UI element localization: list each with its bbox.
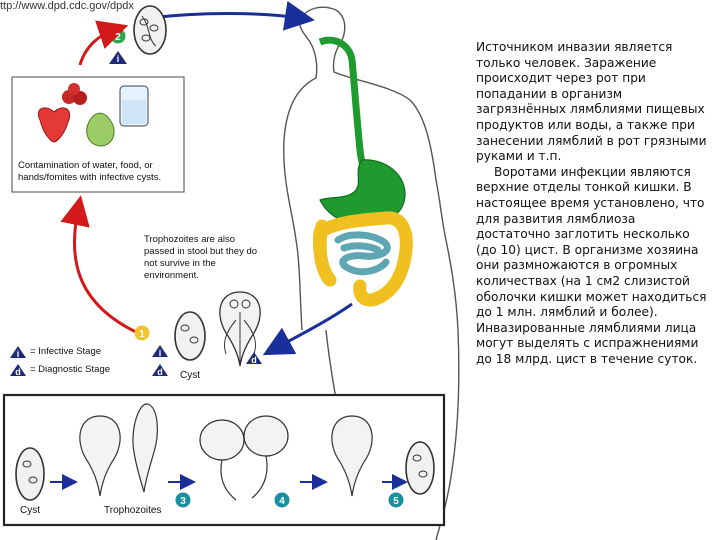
food-icons xyxy=(38,83,149,147)
cyst-image-middle xyxy=(174,311,206,361)
legend-infective-label: = Infective Stage xyxy=(30,346,102,357)
cyst-image-top xyxy=(133,5,167,55)
stage-marker-3: 3 xyxy=(180,496,186,507)
trophozoites-label: Trophozoites xyxy=(104,505,162,516)
trophozoite-note: Trophozoites are also passed in stool bu… xyxy=(144,234,258,281)
stage-marker-1: 1 xyxy=(139,329,145,340)
legend-infective-icon xyxy=(10,346,26,358)
contamination-caption: Contamination of water, food, or hands/f… xyxy=(18,160,162,183)
stage-marker-5-circle xyxy=(388,492,404,508)
cyst-label-bottom: Cyst xyxy=(20,505,40,516)
dividing-trophozoites xyxy=(199,415,289,501)
stage-marker-2: 2 xyxy=(115,32,121,43)
stage-marker-4-circle xyxy=(274,492,290,508)
legend-diagnostic-letter: d xyxy=(15,367,21,377)
stage-marker-4: 4 xyxy=(279,496,285,507)
trophozoite-image-middle xyxy=(219,291,261,367)
stomach-organ xyxy=(318,36,406,226)
environment-arrow xyxy=(60,195,137,334)
diagnostic-symbol-icon xyxy=(246,352,262,364)
excretion-arrow xyxy=(262,302,353,356)
legend-diagnostic-label: = Diagnostic Stage xyxy=(30,364,111,375)
ingestion-arrow xyxy=(149,0,315,31)
paragraph-infection-gate: Воротами инфекции являются верхние отдел… xyxy=(476,164,707,366)
trophozoite-pair xyxy=(79,403,158,497)
infective-symbol-icon xyxy=(152,345,168,357)
legend-infective-letter: i xyxy=(17,349,20,359)
stage-marker-3-circle xyxy=(175,492,191,508)
infective-symbol-letter: i xyxy=(159,348,162,358)
stage-marker-1-circle xyxy=(134,325,150,341)
stage-marker-5: 5 xyxy=(393,496,399,507)
text-panel: Источником инвазии является только челов… xyxy=(476,40,712,367)
legend-diagnostic-icon xyxy=(10,364,26,376)
large-intestine xyxy=(313,211,413,307)
diagnostic-symbol-letter: d xyxy=(157,367,163,377)
small-intestine xyxy=(334,231,391,276)
infective-symbol-letter: i xyxy=(117,54,120,64)
cyst-image-bottom-right xyxy=(405,441,435,495)
trophozoite-single xyxy=(331,415,373,497)
source-url: ttp://www.dpd.cdc.gov/dpdx xyxy=(0,0,134,12)
paragraph-source: Источником инвазии является только челов… xyxy=(476,40,707,164)
infective-symbol-icon xyxy=(109,51,127,64)
diagnostic-symbol-letter: d xyxy=(251,355,257,365)
contamination-arrow xyxy=(78,20,129,66)
cyst-image-bottom xyxy=(15,447,45,501)
diagnostic-symbol-icon xyxy=(152,364,168,376)
cyst-label-upper: Cyst xyxy=(180,370,200,381)
